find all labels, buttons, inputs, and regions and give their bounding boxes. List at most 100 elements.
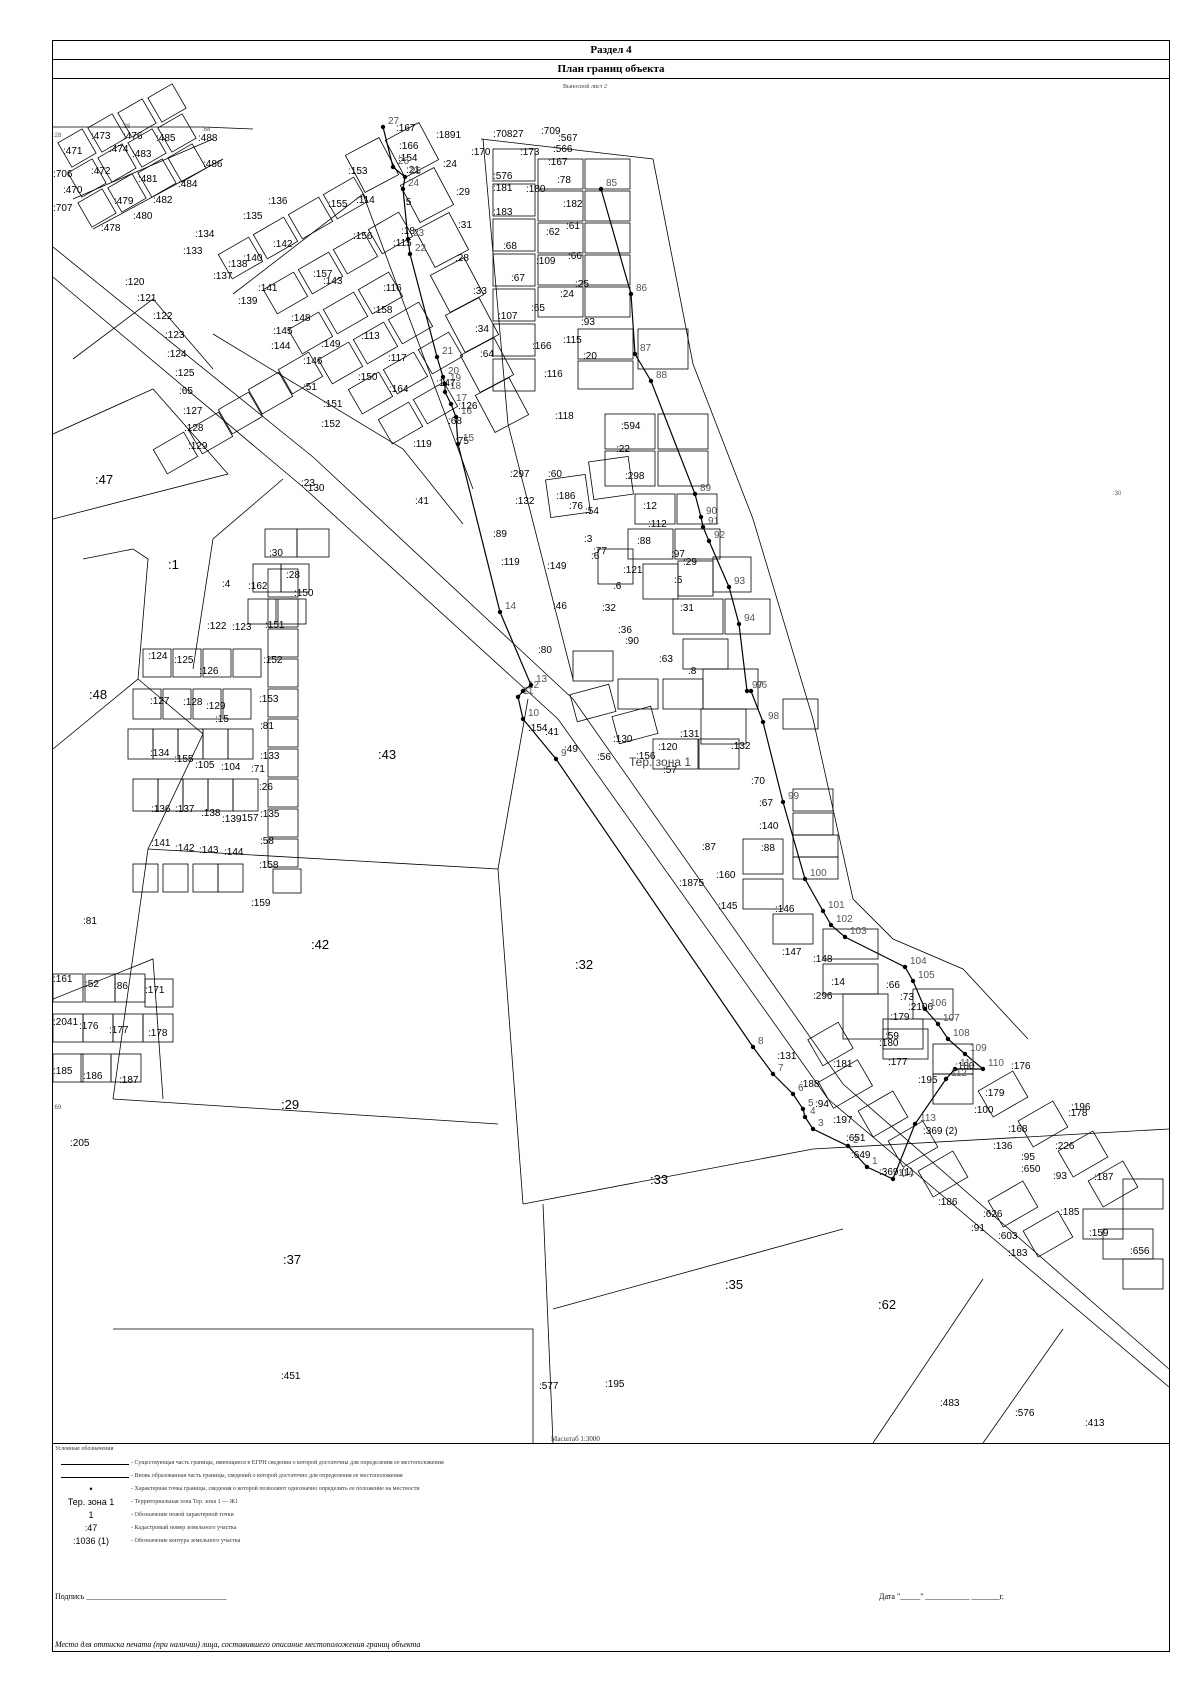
point-number: 9 [561,748,567,759]
parcel-label: :24 [560,289,574,300]
point-marker [802,876,808,882]
parcel-lot [724,598,771,635]
point-marker [820,908,826,914]
parcel-boundary-line [982,1328,1064,1443]
boundary-point: 23 [405,228,425,242]
legend-item: •- Характерная точка границы, сведения о… [53,1484,1169,1496]
parcel-lot [287,311,334,355]
parcel-lot [682,638,729,670]
parcel-boundary-line [53,276,1169,1388]
parcel-label: :128 [184,423,204,434]
parcel-lot [267,838,299,868]
parcel-label: :155 [328,199,348,210]
point-marker [405,236,411,242]
parcel-label: :369 (2) [923,1126,957,1137]
boundary-point: 98 [760,711,780,725]
point-number: 22 [415,243,427,254]
parcel-label: :115 [563,335,582,346]
parcel-label: :473 [91,131,111,142]
parcel-label: :188 [800,1079,820,1090]
point-number: 91 [708,516,720,527]
parcel-lot [742,838,784,875]
parcel-lot [604,413,656,450]
point-number: 5 [808,1098,814,1109]
point-number: 97 [752,680,764,691]
parcel-label: :120 [658,742,678,753]
parcel-label: :118 [555,411,574,422]
parcel-label: :58 [260,836,274,847]
parcel-label: :131 [777,1051,797,1062]
boundary-point: 91 [700,516,720,530]
parcel-label: :23 [301,478,315,489]
point-marker [692,491,698,497]
parcel-label: :145 [718,901,738,912]
parcel-label: :112 [648,519,667,530]
parcel-lot [132,863,159,893]
boundary-point: 16 [453,406,473,420]
parcel-label: :43 [378,747,396,762]
point-number: 20 [448,366,460,377]
parcel-lot [137,158,177,198]
parcel-lot [252,216,299,260]
parcel-label: :170 [471,147,491,158]
parcel-lot [297,251,344,295]
parcel-lot [117,98,157,138]
legend-symbol [57,1471,129,1483]
parcel-label: :31 [458,220,472,231]
parcel-label: :75 [455,436,469,447]
parcel-lot [657,450,709,487]
parcel-label: :137 [175,804,195,815]
parcel-lot [152,431,199,475]
parcel-label: :21 [406,165,420,176]
point-marker [980,1066,986,1072]
parcel-label: :30 [269,548,283,559]
parcel-label: :105 [195,760,215,771]
point-number: 106 [930,998,947,1009]
boundary-point: 26 [390,156,410,170]
parcel-label: :34 [475,324,489,335]
parcel-label: :480 [133,211,153,222]
parcel-label: :296 [813,991,833,1002]
boundary-point: 93 [726,576,746,590]
point-number: 114 [898,1168,914,1179]
parcel-label: :144 [271,341,291,352]
parcel-label: :471 [63,146,83,157]
parcel-lot [537,222,584,254]
parcel-label: :93 [581,317,595,328]
parcel-lot [1122,1258,1164,1290]
parcel-lot [597,548,634,585]
parcel-lot [217,391,264,435]
parcel-lot [492,358,536,392]
parcel-label: :119 [501,557,520,568]
parcel-label: :80 [538,645,552,656]
parcel-label: :412 [53,79,65,81]
parcel-label: :135 [260,809,280,820]
parcel-label: :78 [557,175,571,186]
point-number: 15 [463,433,475,444]
parcel-label: :576 [493,171,513,182]
legend-symbol: :47 [84,1523,98,1533]
parcel-lot [842,993,889,1040]
parcel-label: :121 [623,565,643,576]
parcel-label: :55 [53,79,62,81]
parcel-lot [267,568,299,598]
parcel-lot [382,351,429,395]
point-number: 101 [828,900,845,911]
parcel-lot [202,648,232,678]
parcel-lot [277,351,324,395]
point-marker [943,1076,949,1082]
parcel-lot [414,211,470,269]
parcel-label: :121 [137,293,157,304]
parcel-label: :484 [178,179,198,190]
point-marker [407,251,413,257]
parcel-lot [492,148,536,182]
legend: Условные обозначения - Существующая част… [53,1443,1169,1654]
parcel-lot [384,121,440,179]
parcel-lot [662,678,704,710]
point-marker [952,1066,958,1072]
parcel-lot [332,231,379,275]
parcel-label: :60 [53,79,62,81]
parcel-label: :68 [202,127,211,133]
parcel-label: :33 [473,286,487,297]
parcel-lot [617,678,659,710]
